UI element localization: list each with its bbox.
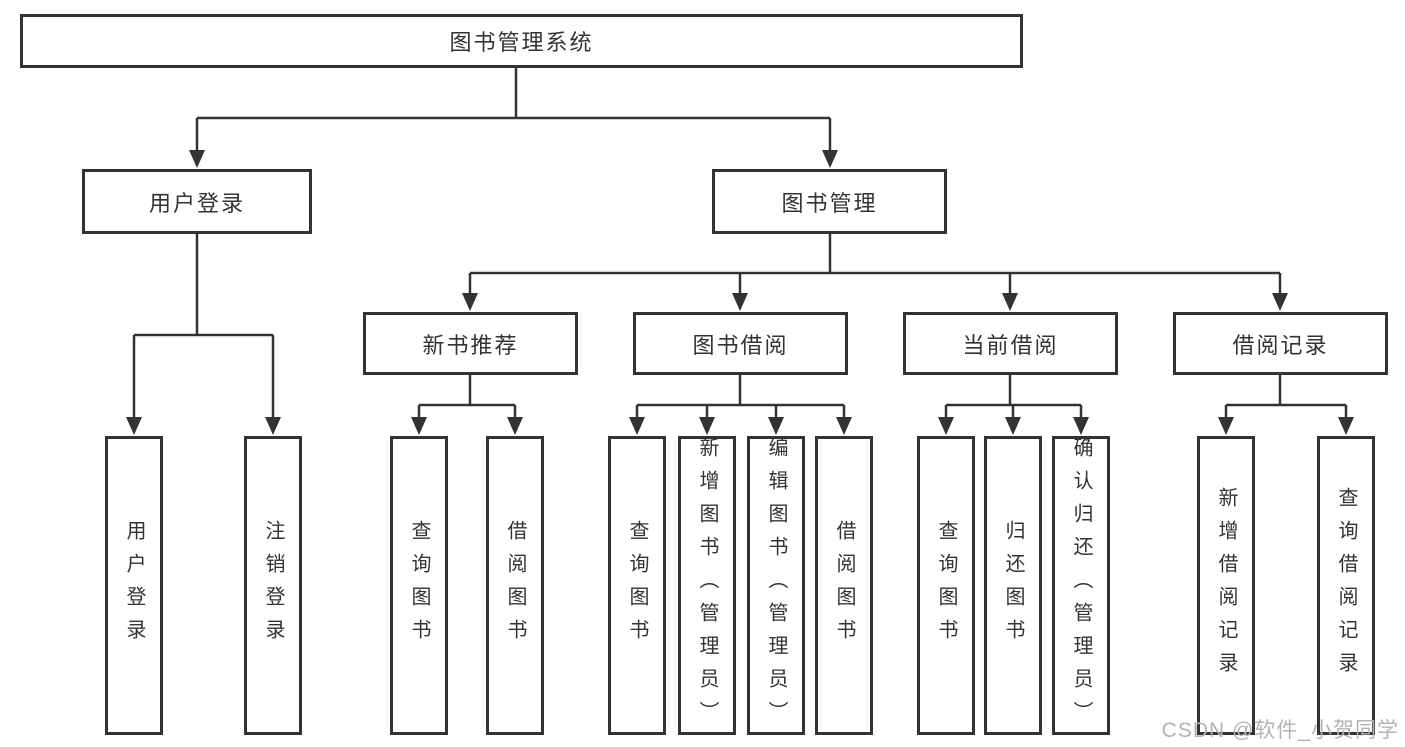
leaf-user-login-label: 用户登录 bbox=[123, 519, 145, 652]
leaf-current-return-book-label: 归还图书 bbox=[1002, 519, 1024, 652]
leaf-records-add-record: 新增借阅记录 bbox=[1197, 436, 1255, 735]
leaf-newrec-borrow-book: 借阅图书 bbox=[486, 436, 544, 735]
leaf-logout-label: 注销登录 bbox=[262, 519, 284, 652]
node-library-system: 图书管理系统 bbox=[20, 14, 1023, 68]
leaf-borrow-add-book: 新增图书（管理员） bbox=[678, 436, 736, 735]
node-borrow-records: 借阅记录 bbox=[1173, 312, 1388, 375]
leaf-current-return-book: 归还图书 bbox=[984, 436, 1042, 735]
leaf-borrow-borrow-book-label: 借阅图书 bbox=[833, 519, 855, 652]
leaf-records-query-record-label: 查询借阅记录 bbox=[1335, 486, 1357, 685]
leaf-user-login: 用户登录 bbox=[105, 436, 163, 735]
leaf-newrec-query-book-label: 查询图书 bbox=[408, 519, 430, 652]
node-book-management-label: 图书管理 bbox=[781, 190, 878, 216]
leaf-borrow-query-book-label: 查询图书 bbox=[626, 519, 648, 652]
watermark-text: CSDN @软件_小贺同学 bbox=[1161, 719, 1399, 742]
node-book-borrow-label: 图书借阅 bbox=[692, 332, 789, 358]
node-library-system-label: 图书管理系统 bbox=[449, 30, 594, 55]
node-book-borrow: 图书借阅 bbox=[633, 312, 848, 375]
node-borrow-records-label: 借阅记录 bbox=[1232, 332, 1329, 358]
leaf-logout: 注销登录 bbox=[244, 436, 302, 735]
leaf-borrow-add-book-label: 新增图书（管理员） bbox=[696, 437, 718, 734]
node-current-borrow-label: 当前借阅 bbox=[962, 332, 1059, 358]
leaf-newrec-query-book: 查询图书 bbox=[390, 436, 448, 735]
leaf-current-query-book-label: 查询图书 bbox=[935, 519, 957, 652]
leaf-borrow-edit-book: 编辑图书（管理员） bbox=[747, 436, 805, 735]
leaf-borrow-edit-book-label: 编辑图书（管理员） bbox=[765, 437, 787, 734]
leaf-borrow-borrow-book: 借阅图书 bbox=[815, 436, 873, 735]
leaf-current-confirm-return-label: 确认归还（管理员） bbox=[1070, 437, 1092, 734]
node-new-book-recommend: 新书推荐 bbox=[363, 312, 578, 375]
leaf-records-query-record: 查询借阅记录 bbox=[1317, 436, 1375, 735]
node-user-login: 用户登录 bbox=[82, 169, 312, 234]
node-user-login-label: 用户登录 bbox=[148, 190, 245, 216]
node-book-management: 图书管理 bbox=[712, 169, 947, 234]
leaf-current-query-book: 查询图书 bbox=[917, 436, 975, 735]
leaf-records-add-record-label: 新增借阅记录 bbox=[1215, 486, 1237, 685]
node-new-book-recommend-label: 新书推荐 bbox=[422, 332, 519, 358]
leaf-borrow-query-book: 查询图书 bbox=[608, 436, 666, 735]
leaf-newrec-borrow-book-label: 借阅图书 bbox=[504, 519, 526, 652]
node-current-borrow: 当前借阅 bbox=[903, 312, 1118, 375]
leaf-current-confirm-return: 确认归还（管理员） bbox=[1052, 436, 1110, 735]
